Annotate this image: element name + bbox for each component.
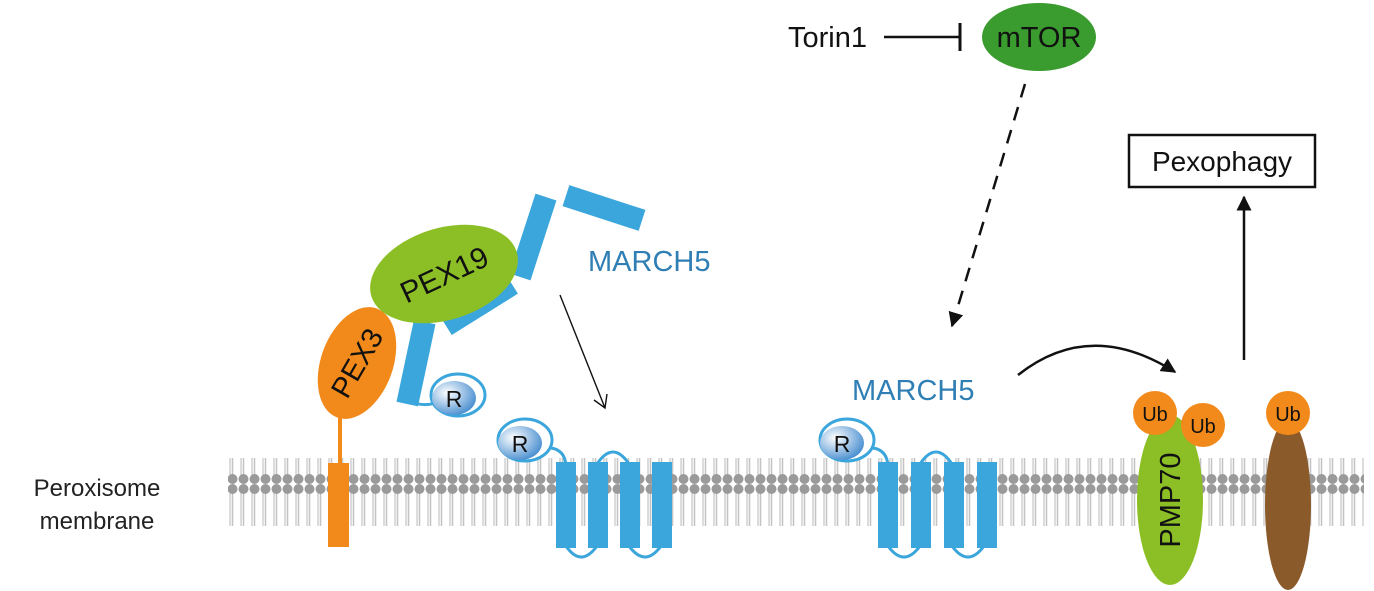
pex3-node — [317, 307, 397, 419]
ubiquitin-node — [1181, 403, 1225, 447]
march5-loop — [918, 450, 954, 465]
march5-tm-helix — [556, 462, 576, 548]
march5-membrane-label: MARCH5 — [852, 375, 974, 407]
march5-tm-helix — [620, 462, 640, 548]
pex19-node — [370, 224, 518, 324]
ubiquitin-label: Ub — [1142, 404, 1168, 426]
mtor-to-march5-dashed-arrow — [948, 83, 1027, 328]
translocation-arrowhead — [593, 393, 608, 410]
ubiquitinated-membrane-protein — [1265, 420, 1311, 590]
march5-tm-bar — [509, 193, 557, 281]
ubiquitin-label: Ub — [1190, 416, 1216, 438]
march5-loop — [595, 450, 631, 465]
march5-tm-helix — [878, 462, 898, 548]
ubiquitin-node — [1266, 391, 1310, 435]
ring-domain-label: R — [834, 431, 851, 457]
ring-domain-label: R — [446, 386, 463, 412]
ubiquitin-label: Ub — [1275, 404, 1301, 426]
march5-tm-helix — [652, 462, 672, 548]
mtor-node — [982, 3, 1096, 71]
ubiquitination-curved-arrow — [1017, 344, 1177, 376]
march5-tm-helix — [911, 462, 931, 548]
ring-domain — [820, 426, 864, 460]
march5-membrane-protein-right: R — [818, 417, 997, 559]
membrane-label-line1: Peroxisome — [34, 475, 161, 502]
march5-tm-bar — [562, 185, 646, 231]
pexophagy-box — [1127, 133, 1317, 189]
pexophagy-label: Pexophagy — [1152, 146, 1292, 177]
march5-loop — [886, 545, 922, 559]
march5-membrane-protein-left: R — [496, 417, 672, 559]
mtor-label: mTOR — [997, 22, 1082, 54]
ubiquitin-node — [1133, 391, 1177, 435]
ring-domain-label: R — [512, 431, 529, 457]
ring-domain — [432, 381, 476, 415]
ring-domain — [498, 426, 542, 460]
march5-cytosolic-label: MARCH5 — [588, 246, 710, 278]
pex3-transmembrane-segment — [328, 463, 349, 547]
translocation-arrow — [559, 294, 606, 409]
march5-loop — [564, 545, 599, 559]
torin1-label: Torin1 — [788, 22, 867, 54]
membrane-label-line2: membrane — [40, 508, 155, 535]
march5-tm-helix — [588, 462, 608, 548]
march5-tm-helix — [977, 462, 997, 548]
pmp70-node — [1137, 415, 1203, 585]
march5-loop — [627, 545, 663, 559]
march5-loop — [950, 545, 986, 559]
march5-tm-helix — [944, 462, 964, 548]
march5-tm-bar — [396, 319, 436, 407]
pmp70-label: PMP70 — [1155, 452, 1187, 547]
